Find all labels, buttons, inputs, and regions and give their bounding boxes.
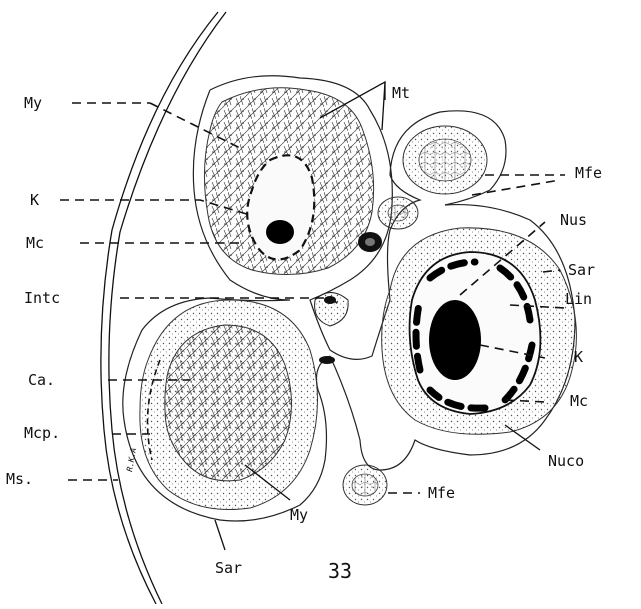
label-intc: Intc xyxy=(24,289,60,307)
label-sar-right: Sar xyxy=(568,261,595,279)
muscle-cell-right xyxy=(382,228,577,434)
label-mc-right: Mc xyxy=(570,392,588,410)
label-ms: Ms. xyxy=(6,470,33,488)
label-my-top: My xyxy=(24,94,42,112)
label-k-right: K xyxy=(574,348,583,366)
label-my-bottom: My xyxy=(290,506,308,524)
label-nus: Nus xyxy=(560,211,587,229)
label-mt: Mt xyxy=(392,84,410,102)
label-sar-bottom: Sar xyxy=(215,559,242,577)
label-ca: Ca. xyxy=(28,371,55,389)
label-mcp: Mcp. xyxy=(24,424,60,442)
muscle-cell-upper-left xyxy=(204,88,373,275)
figure-number: 33 xyxy=(328,559,352,583)
label-k-left: K xyxy=(30,191,39,209)
artist-initials: R.K.A xyxy=(125,447,138,472)
muscle-cell-lower-left xyxy=(140,300,318,510)
label-mfe-bottom: Mfe xyxy=(428,484,455,502)
label-lin: Lin xyxy=(565,290,592,308)
label-nuco: Nuco xyxy=(548,452,584,470)
small-fiber-bottom xyxy=(343,465,387,505)
label-mc-left: Mc xyxy=(26,234,44,252)
label-mfe-top: Mfe xyxy=(575,164,602,182)
